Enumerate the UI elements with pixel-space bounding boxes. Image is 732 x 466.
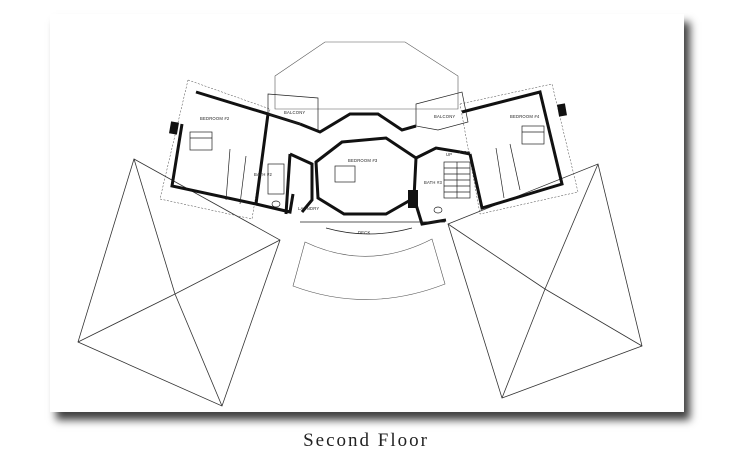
room-label-bedroom-2: BEDROOM #2 [200,116,230,121]
right-roof [447,163,643,399]
center-bedroom-walls [314,136,418,216]
deck-outline [292,238,446,300]
room-label-bedroom-4: BEDROOM #4 [510,114,540,119]
plan-caption: Second Floor [303,430,429,451]
left-roof [77,158,281,407]
room-label-balcony-right: BALCONY [434,114,455,119]
left-wing-overhang [159,79,271,220]
room-label-stair-down: DN [464,150,470,155]
stair [443,161,471,199]
room-label-laundry: LAUNDRY [298,206,319,211]
room-label-deck: DECK [358,230,370,235]
right-balcony-outline [415,91,469,131]
room-label-bath-2: BATH #2 [254,172,273,177]
right-wing-walls [408,90,567,214]
floor-plan-frame: BEDROOM #2 BALCONY BATH #2 LAUNDRY BEDRO… [50,14,684,412]
upper-outline [274,41,459,110]
room-label-balcony-left: BALCONY [284,110,305,115]
floor-plan-drawing: BEDROOM #2 BALCONY BATH #2 LAUNDRY BEDRO… [77,41,643,407]
room-label-bath-3: BATH #3 [424,180,443,185]
left-wing-walls [169,90,301,215]
room-label-bedroom-3: BEDROOM #3 [348,158,378,163]
room-label-stair-up: UP [446,152,452,157]
corridor-walls [289,112,461,235]
